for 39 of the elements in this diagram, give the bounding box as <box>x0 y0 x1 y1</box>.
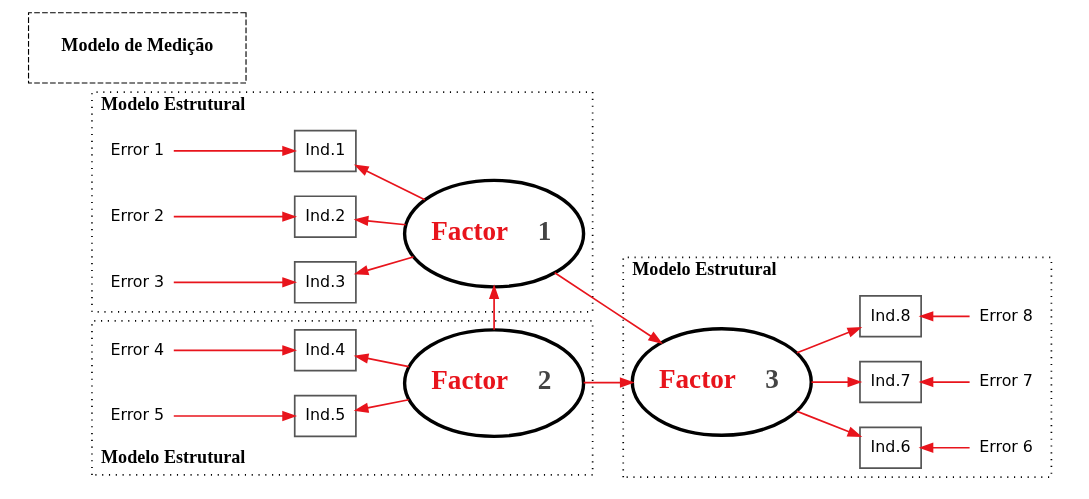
arrow <box>353 164 426 201</box>
arrow <box>353 353 410 368</box>
node-ellipse: Factor 1 <box>402 178 586 289</box>
node-text: Error 2 <box>110 205 165 225</box>
arrow <box>172 410 297 422</box>
node-box: Ind.7 <box>859 360 922 404</box>
node-box: Ind.1 <box>293 129 357 173</box>
node-box: Ind.6 <box>859 426 922 469</box>
node-box: Ind.5 <box>293 394 357 438</box>
arrow <box>810 376 863 388</box>
node-text: Error 5 <box>110 405 165 425</box>
arrow <box>918 442 971 453</box>
node-ellipse: Factor 2 <box>402 328 586 439</box>
arrow <box>796 327 863 354</box>
node-text: Error 7 <box>979 371 1033 391</box>
node-ellipse: Factor 3 <box>630 327 813 437</box>
node-box: Ind.4 <box>293 329 357 372</box>
arrow <box>172 345 297 356</box>
arrow <box>553 271 663 345</box>
node-text: Error 6 <box>979 436 1033 456</box>
arrow <box>796 410 863 437</box>
node-text: Error 8 <box>979 305 1033 325</box>
arrow <box>918 311 971 322</box>
node-box: Modelo de Medição <box>27 12 247 84</box>
node-text: Error 4 <box>110 339 165 359</box>
arrow <box>172 211 297 222</box>
node-box: Ind.2 <box>293 195 357 238</box>
arrow <box>353 398 410 413</box>
arrow <box>918 376 971 388</box>
node-box: Ind.3 <box>293 261 357 304</box>
node-box: Ind.8 <box>859 295 922 338</box>
arrow <box>488 284 500 331</box>
arrow <box>582 377 635 388</box>
arrow <box>172 145 297 157</box>
node-text: Error 1 <box>110 140 165 160</box>
arrow <box>353 256 415 276</box>
arrow <box>172 277 297 288</box>
node-text: Error 3 <box>110 271 165 291</box>
arrow <box>353 215 407 227</box>
